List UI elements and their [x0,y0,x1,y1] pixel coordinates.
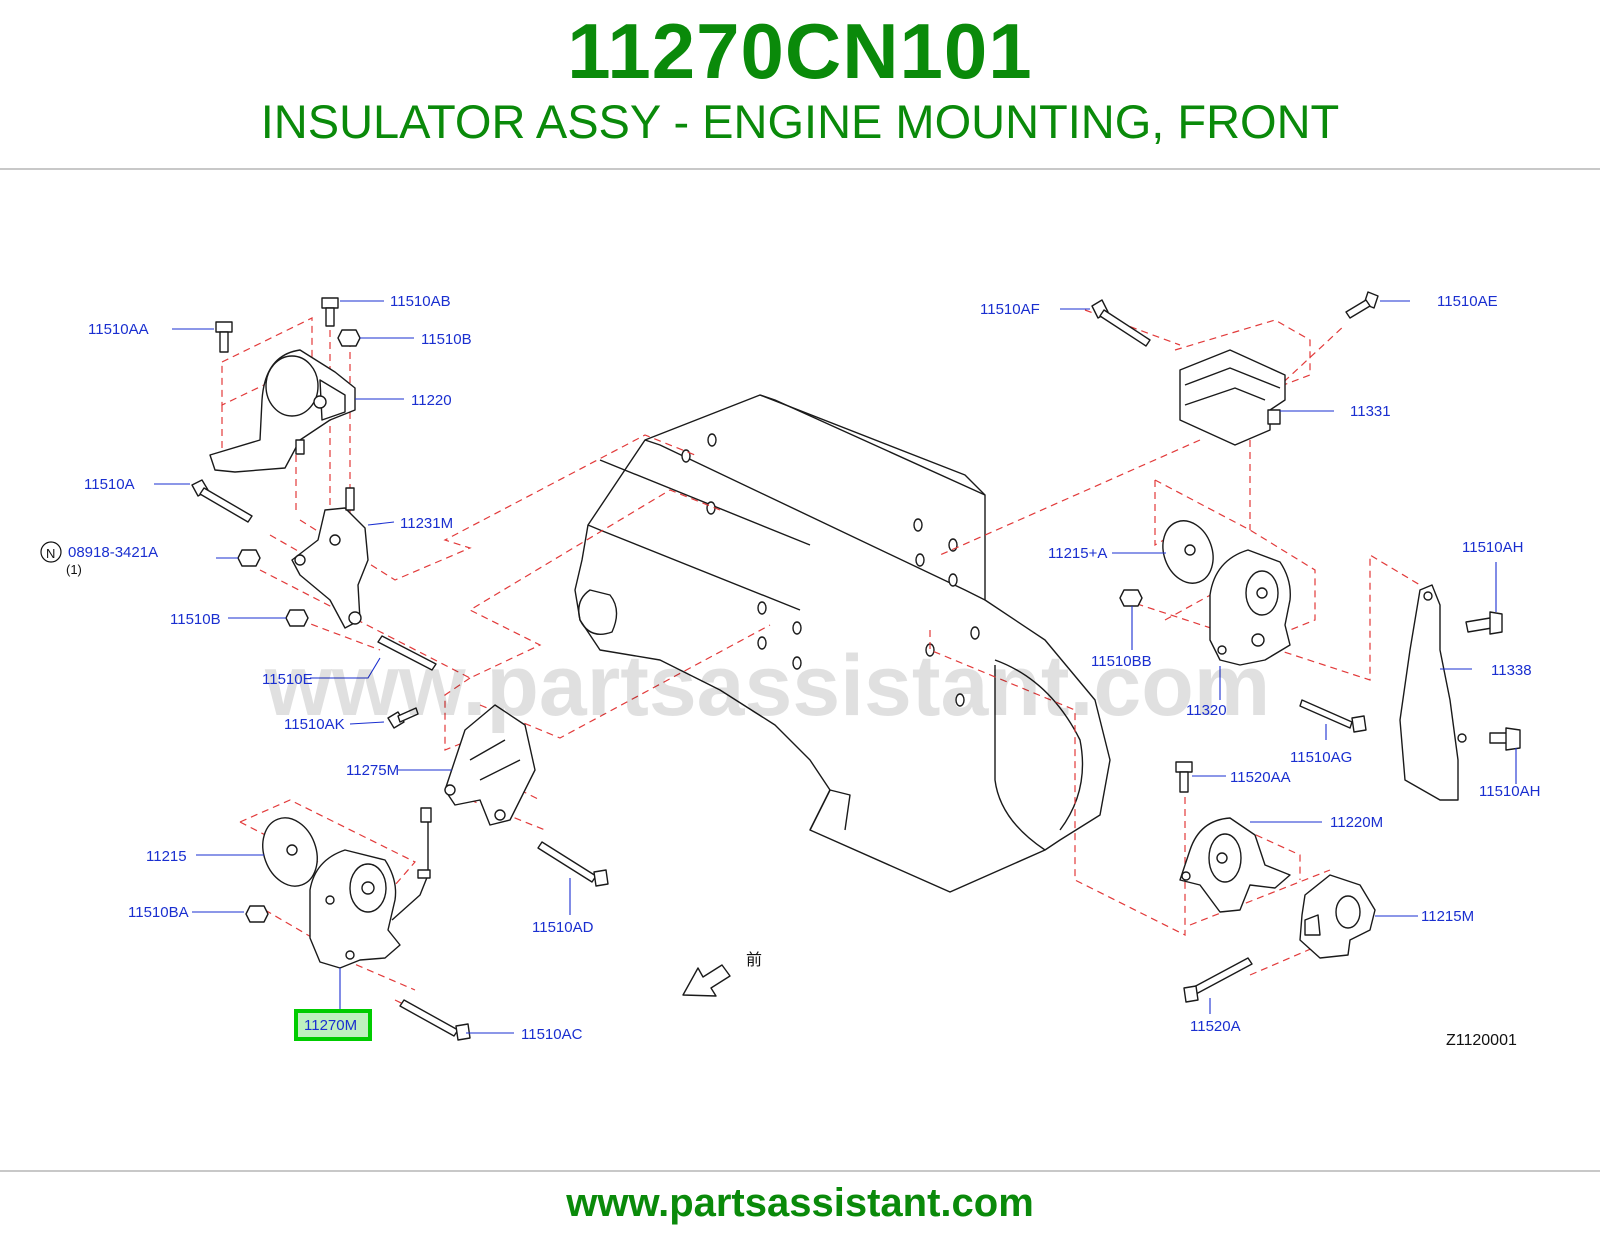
header-divider [0,168,1600,170]
callout-11510AG[interactable]: 11510AG [1290,749,1352,766]
part-11520AA-bolt-drawing [1175,761,1193,793]
callout-11510AD[interactable]: 11510AD [532,919,594,936]
callout-11331[interactable]: 11331 [1350,403,1391,420]
part-11520A-bolt-drawing [1183,957,1253,1003]
part-11510AH-bottom-bolt-drawing [1489,727,1521,751]
part-11510AF-bolt-drawing [1091,299,1151,347]
selected-part-highlight [294,1009,372,1041]
part-11220-mount-drawing [209,349,356,473]
callout-11510BA[interactable]: 11510BA [128,904,189,921]
n-badge-letter: N [46,546,55,561]
callout-11510AK[interactable]: 11510AK [284,716,345,733]
part-11510AC-bolt-drawing [399,999,471,1041]
callout-11520A[interactable]: 11520A [1190,1018,1241,1035]
callout-11510B-top[interactable]: 11510B [421,331,472,348]
callout-08918-3421A[interactable]: 08918-3421A [68,544,158,561]
part-11510A-bolt-drawing [191,479,253,523]
footer-divider [0,1170,1600,1172]
part-11331-bracket-drawing [1179,349,1286,446]
part-11275M-bracket-drawing [444,704,536,826]
callout-11520AA[interactable]: 11520AA [1230,769,1291,786]
part-11510B-mid-nut-drawing [285,609,309,627]
callout-11510AF[interactable]: 11510AF [980,301,1040,318]
callout-11270M[interactable]: 11270M [304,1017,357,1034]
watermark-text: www.partsassistant.com [264,638,1270,734]
part-11320-insulator-drawing [1209,549,1291,666]
callout-11510A[interactable]: 11510A [84,476,135,493]
callout-11275M[interactable]: 11275M [346,762,399,779]
front-direction-glyph: 前 [746,951,762,969]
part-11510BA-nut-drawing [245,905,269,923]
part-11270M-insulator-drawing [309,807,432,969]
callout-11510AH-bottom[interactable]: 11510AH [1479,783,1540,800]
exploded-parts-diagram: 前 www.partsassistant.com 11510AA 11510AB… [40,291,1540,1049]
callout-11231M[interactable]: 11231M [400,515,453,532]
diagram-reference-code: Z1120001 [1446,1032,1517,1049]
part-11510AD-bolt-drawing [537,841,609,887]
callout-11510AE[interactable]: 11510AE [1437,293,1498,310]
part-11215M-insulator-drawing [1299,874,1376,959]
callout-11510AC[interactable]: 11510AC [521,1026,583,1043]
part-11510AH-top-bolt-drawing [1465,611,1503,635]
callout-11510E[interactable]: 11510E [262,671,313,688]
n-badge-circle [40,541,62,563]
callout-11510BB[interactable]: 11510BB [1091,653,1152,670]
callout-11220[interactable]: 11220 [411,392,452,409]
callout-11320[interactable]: 11320 [1186,702,1227,719]
callout-11510B-mid[interactable]: 11510B [170,611,221,628]
part-11510AK-bolt-drawing [387,707,419,729]
callout-11510AH-top[interactable]: 11510AH [1462,539,1523,556]
part-11220M-mount-drawing [1179,817,1291,913]
part-11510B-nut-drawing [337,329,361,347]
callout-11215-plus-a[interactable]: 11215+A [1048,545,1107,562]
part-11215-washer-drawing [262,817,318,887]
front-direction-arrow: 前 [682,951,762,997]
footer-website-url[interactable]: www.partsassistant.com [566,1181,1034,1225]
callout-11510AA[interactable]: 11510AA [88,321,149,338]
callout-11215M[interactable]: 11215M [1421,908,1474,925]
part-number-title: 11270CN101 [567,7,1033,95]
part-11510BB-nut-drawing [1119,589,1143,607]
callout-11215[interactable]: 11215 [146,848,187,865]
part-11338-bracket-drawing [1399,584,1467,801]
callout-11220M[interactable]: 11220M [1330,814,1383,831]
callout-11510AB[interactable]: 11510AB [390,293,451,310]
callout-11338[interactable]: 11338 [1491,662,1532,679]
part-11510AE-bolt-drawing [1345,291,1379,319]
part-11510AA-bolt-drawing [215,321,233,353]
part-name-subtitle: INSULATOR ASSY - ENGINE MOUNTING, FRONT [260,95,1340,148]
part-11215A-washer-drawing [1162,520,1214,584]
part-11510E-stud-drawing [377,635,437,671]
callout-leader-lines [154,300,1517,1034]
part-08918-nut-drawing [237,549,261,567]
part-11231M-bracket-drawing [291,487,369,629]
part-11510AB-bolt-drawing [321,297,339,327]
callout-08918-quantity: (1) [66,562,82,577]
part-11510AG-bolt-drawing [1299,699,1367,733]
engine-block-drawing [574,394,1111,893]
